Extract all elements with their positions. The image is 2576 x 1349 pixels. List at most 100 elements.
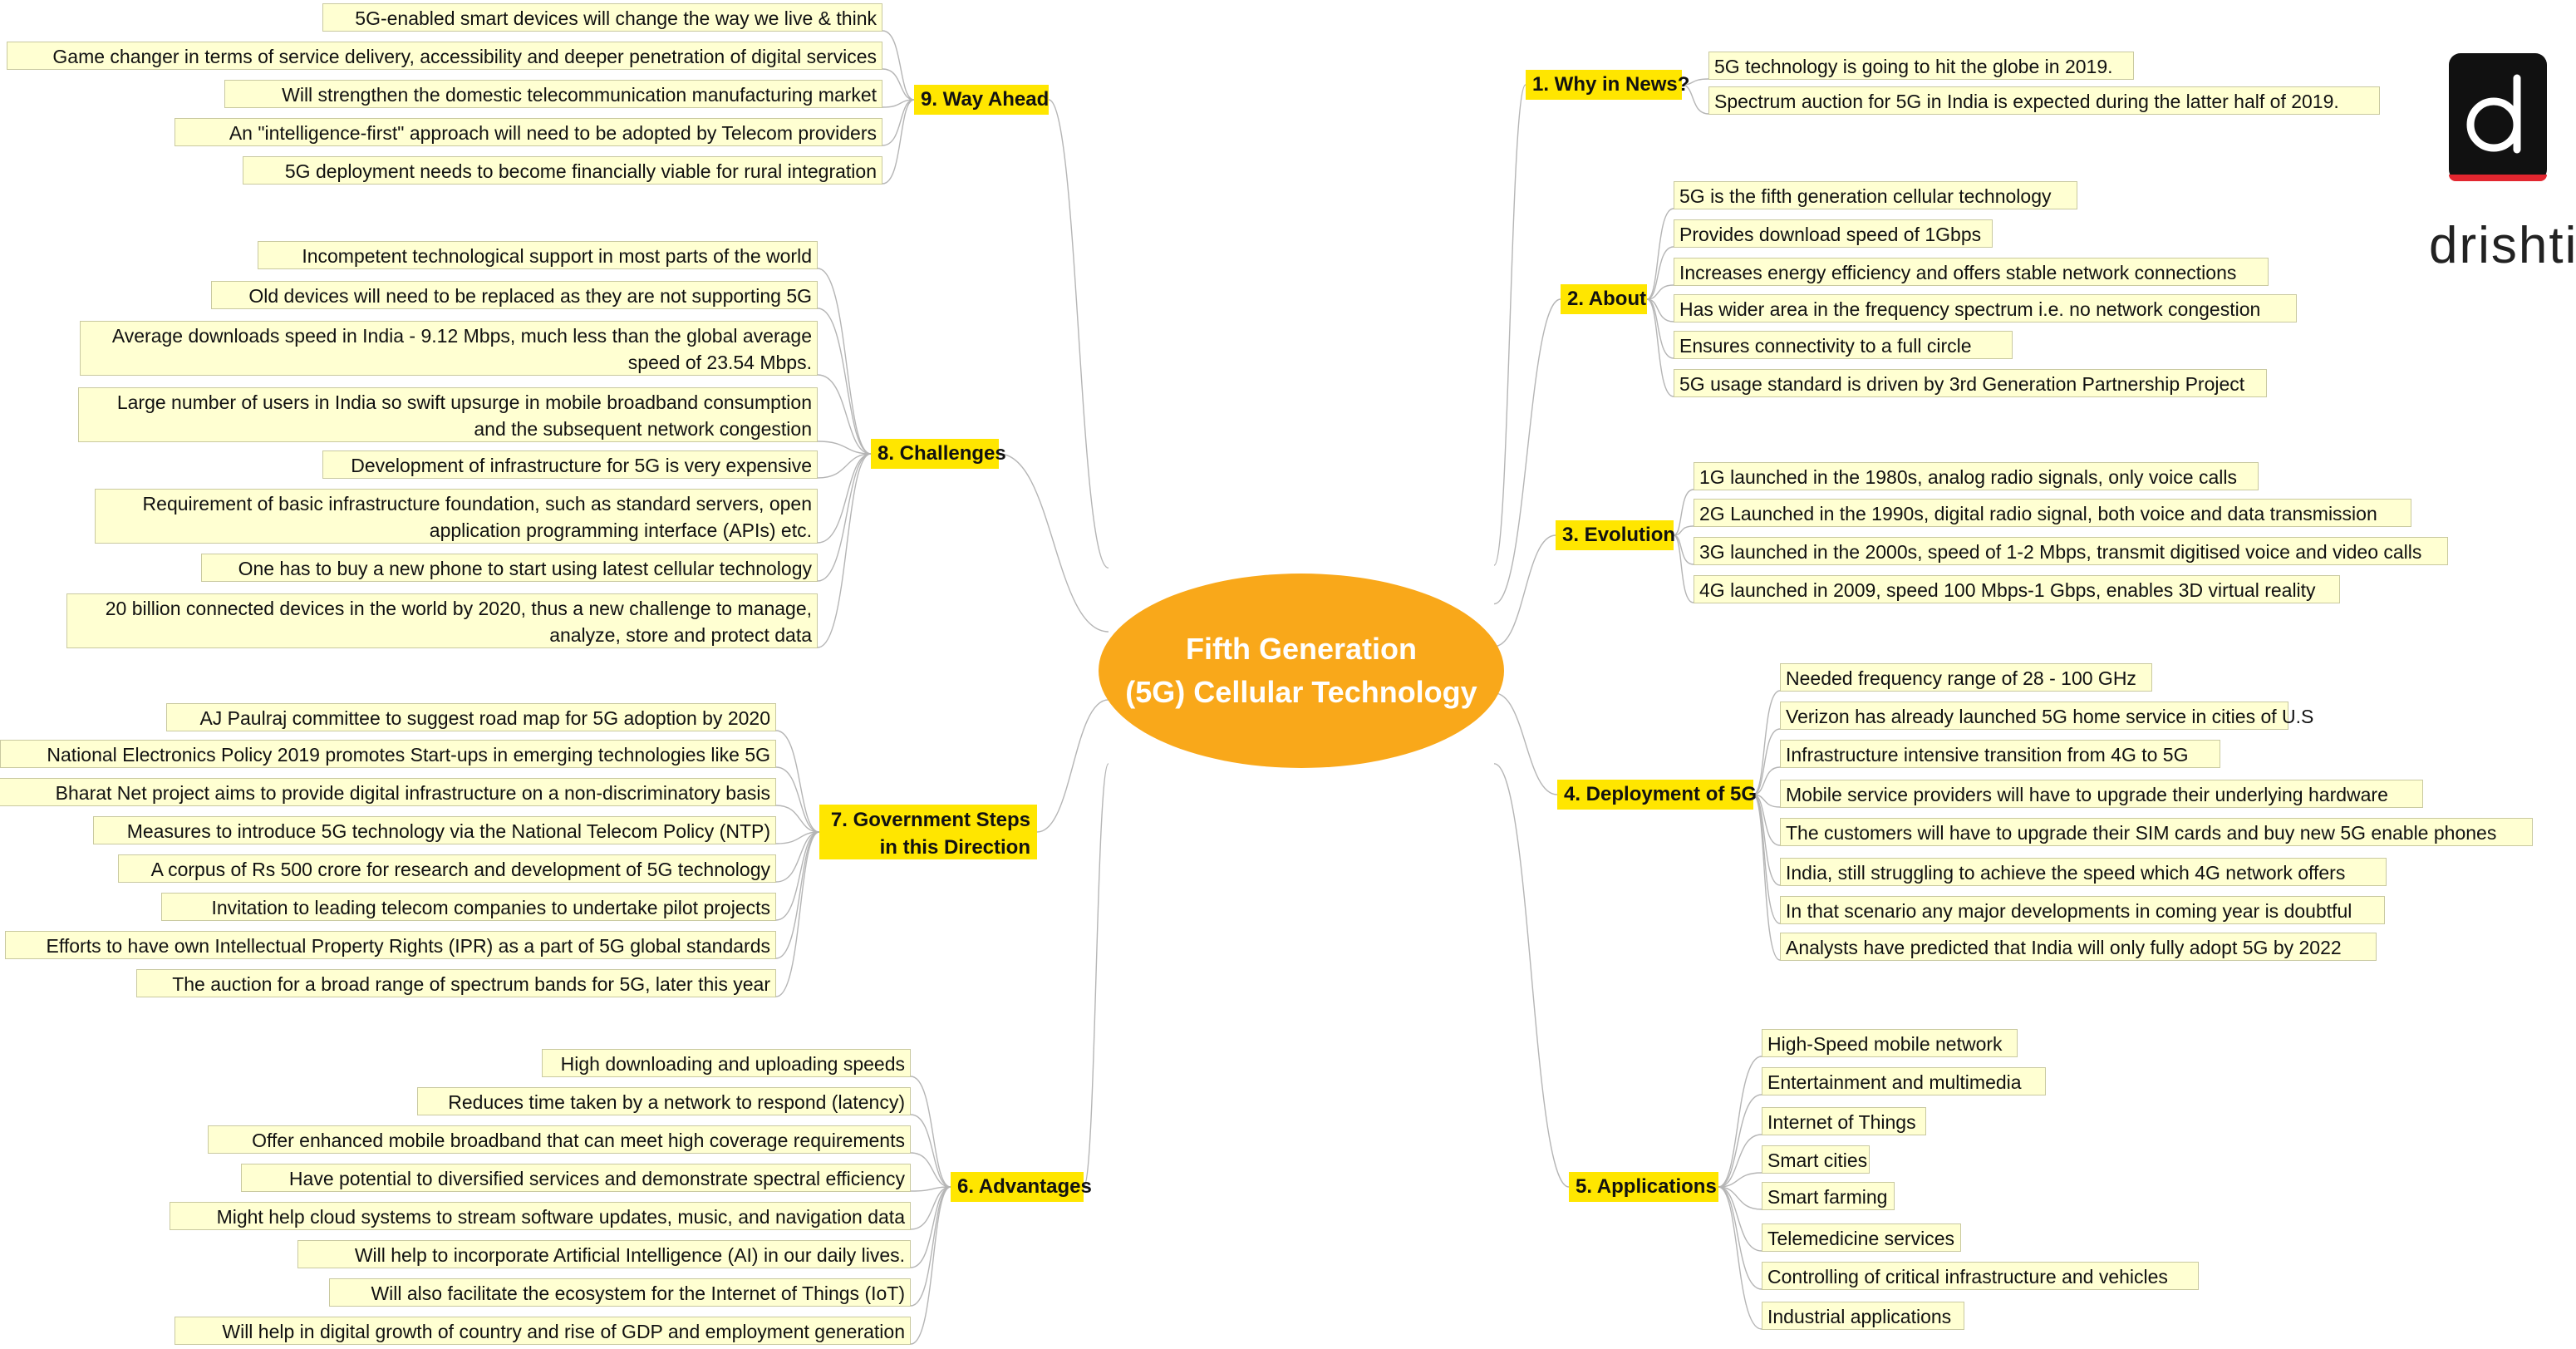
leaf-b5-2[interactable]: Entertainment and multimedia <box>1762 1067 2046 1095</box>
leaf-b5-4[interactable]: Smart cities <box>1762 1145 1870 1174</box>
drishti-logo: drishti <box>2429 53 2576 274</box>
leaf-b6-1[interactable]: High downloading and uploading speeds <box>542 1049 911 1077</box>
connector-line <box>1493 84 1526 566</box>
leaf-b9-2[interactable]: Game changer in terms of service deliver… <box>7 42 882 70</box>
connector-line <box>1646 208 1674 300</box>
leaf-b3-1[interactable]: 1G launched in the 1980s, analog radio s… <box>1694 462 2259 490</box>
leaf-b2-5[interactable]: Ensures connectivity to a full circle <box>1674 331 2013 359</box>
leaf-b2-2[interactable]: Provides download speed of 1Gbps <box>1674 219 1993 248</box>
leaf-b4-4[interactable]: Mobile service providers will have to up… <box>1780 780 2423 808</box>
connector-line <box>1718 1186 1762 1290</box>
leaf-b6-8[interactable]: Will help in digital growth of country a… <box>175 1317 911 1345</box>
leaf-b2-6[interactable]: 5G usage standard is driven by 3rd Gener… <box>1674 369 2267 397</box>
leaf-b7-2[interactable]: National Electronics Policy 2019 promote… <box>0 740 776 768</box>
leaf-b7-7[interactable]: Efforts to have own Intellectual Propert… <box>5 931 776 959</box>
leaf-b6-7[interactable]: Will also facilitate the ecosystem for t… <box>329 1278 911 1307</box>
connector-line <box>1673 489 1694 536</box>
leaf-b8-1[interactable]: Incompetent technological support in mos… <box>258 241 818 269</box>
logo-text: drishti <box>2429 217 2576 274</box>
leaf-b8-7[interactable]: One has to buy a new phone to start usin… <box>201 554 818 582</box>
leaf-b9-5[interactable]: 5G deployment needs to become financiall… <box>243 156 882 185</box>
leaf-b3-2[interactable]: 2G Launched in the 1990s, digital radio … <box>1694 499 2411 527</box>
leaf-b8-5[interactable]: Development of infrastructure for 5G is … <box>322 450 818 479</box>
leaf-b6-3[interactable]: Offer enhanced mobile broadband that can… <box>208 1125 911 1154</box>
leaf-b8-2[interactable]: Old devices will need to be replaced as … <box>211 281 818 309</box>
connector-line <box>1718 1186 1762 1210</box>
leaf-b5-5[interactable]: Smart farming <box>1762 1182 1895 1210</box>
branch-b9[interactable]: 9. Way Ahead <box>914 85 1049 115</box>
leaf-b7-3[interactable]: Bharat Net project aims to provide digit… <box>0 778 776 806</box>
connector-line <box>775 831 820 997</box>
branch-b2[interactable]: 2. About <box>1561 284 1647 314</box>
leaf-b4-3[interactable]: Infrastructure intensive transition from… <box>1780 740 2220 768</box>
connector-line <box>910 1076 951 1188</box>
leaf-b4-6[interactable]: India, still struggling to achieve the s… <box>1780 858 2387 886</box>
leaf-b7-4[interactable]: Measures to introduce 5G technology via … <box>93 816 776 844</box>
connector-line <box>1753 794 1781 961</box>
connector-line <box>775 831 820 959</box>
branch-b7[interactable]: 7. Government Steps in this Direction <box>819 805 1037 859</box>
leaf-b5-8[interactable]: Industrial applications <box>1762 1302 1964 1330</box>
leaf-b8-4[interactable]: Large number of users in India so swift … <box>78 387 818 442</box>
leaf-b8-8[interactable]: 20 billion connected devices in the worl… <box>66 593 818 648</box>
leaf-b1-1[interactable]: 5G technology is going to hit the globe … <box>1708 52 2134 80</box>
branch-b1[interactable]: 1. Why in News? <box>1526 70 1689 100</box>
leaf-b3-4[interactable]: 4G launched in 2009, speed 100 Mbps-1 Gb… <box>1694 575 2340 603</box>
leaf-b9-1[interactable]: 5G-enabled smart devices will change the… <box>322 3 882 32</box>
branch-b4[interactable]: 4. Deployment of 5G <box>1557 780 1757 810</box>
leaf-b9-4[interactable]: An "intelligence-first" approach will ne… <box>175 118 882 146</box>
leaf-b5-7[interactable]: Controlling of critical infrastructure a… <box>1762 1262 2199 1290</box>
connector-line <box>775 766 820 833</box>
connector-line <box>817 453 872 648</box>
leaf-b9-3[interactable]: Will strengthen the domestic telecommuni… <box>224 80 882 108</box>
connector-line <box>910 1186 951 1192</box>
leaf-b7-5[interactable]: A corpus of Rs 500 crore for research an… <box>118 854 776 883</box>
branch-b6[interactable]: 6. Advantages <box>951 1172 1092 1202</box>
leaf-b1-2[interactable]: Spectrum auction for 5G in India is expe… <box>1708 86 2380 115</box>
connector-line <box>817 453 872 544</box>
leaf-b7-8[interactable]: The auction for a broad range of spectru… <box>136 969 776 997</box>
leaf-b7-1[interactable]: AJ Paulraj committee to suggest road map… <box>166 703 776 731</box>
leaf-b4-8[interactable]: Analysts have predicted that India will … <box>1780 933 2377 961</box>
connector-line <box>882 68 915 101</box>
leaf-b4-7[interactable]: In that scenario any major developments … <box>1780 896 2385 924</box>
connector-line <box>1753 794 1781 808</box>
branch-b5[interactable]: 5. Applications <box>1569 1172 1718 1202</box>
leaf-b6-6[interactable]: Will help to incorporate Artificial Inte… <box>297 1240 911 1268</box>
leaf-b7-6[interactable]: Invitation to leading telecom companies … <box>161 893 776 921</box>
leaf-b4-2[interactable]: Verizon has already launched 5G home ser… <box>1780 702 2313 730</box>
connector-line <box>910 1186 951 1230</box>
connector-line <box>1753 794 1781 846</box>
connector-line <box>775 831 820 921</box>
connector-line <box>1646 298 1674 397</box>
connector-line <box>1718 1186 1762 1252</box>
connector-line <box>1718 1186 1762 1330</box>
connector-line <box>1753 794 1781 924</box>
connector-line <box>1673 534 1694 565</box>
leaf-b6-2[interactable]: Reduces time taken by a network to respo… <box>417 1087 911 1115</box>
leaf-b8-6[interactable]: Requirement of basic infrastructure foun… <box>95 489 818 544</box>
connector-line <box>1646 284 1674 300</box>
central-topic[interactable]: Fifth Generation (5G) Cellular Technolog… <box>1099 574 1504 768</box>
leaf-b5-3[interactable]: Internet of Things <box>1762 1107 1926 1135</box>
leaf-b6-4[interactable]: Have potential to diversified services a… <box>241 1164 911 1192</box>
leaf-b3-3[interactable]: 3G launched in the 2000s, speed of 1-2 M… <box>1694 537 2448 565</box>
branch-b8[interactable]: 8. Challenges <box>871 439 1006 469</box>
leaf-b5-6[interactable]: Telemedicine services <box>1762 1223 1961 1252</box>
connector-line <box>1646 298 1674 359</box>
leaf-b2-3[interactable]: Increases energy efficiency and offers s… <box>1674 258 2269 286</box>
leaf-b4-5[interactable]: The customers will have to upgrade their… <box>1780 818 2533 846</box>
leaf-b8-3[interactable]: Average downloads speed in India - 9.12 … <box>80 321 818 376</box>
connector-line <box>1036 699 1109 833</box>
leaf-b2-1[interactable]: 5G is the fifth generation cellular tech… <box>1674 181 2077 209</box>
connector-line <box>1718 1094 1762 1188</box>
leaf-b6-5[interactable]: Might help cloud systems to stream softw… <box>170 1202 911 1230</box>
leaf-b4-1[interactable]: Needed frequency range of 28 - 100 GHz <box>1780 663 2152 692</box>
leaf-b5-1[interactable]: High-Speed mobile network <box>1762 1029 2018 1057</box>
connector-line <box>1753 794 1781 886</box>
branch-b3[interactable]: 3. Evolution <box>1556 520 1675 550</box>
connector-line <box>775 730 820 833</box>
connector-line <box>775 831 820 844</box>
connector-line <box>882 99 915 185</box>
leaf-b2-4[interactable]: Has wider area in the frequency spectrum… <box>1674 294 2297 322</box>
